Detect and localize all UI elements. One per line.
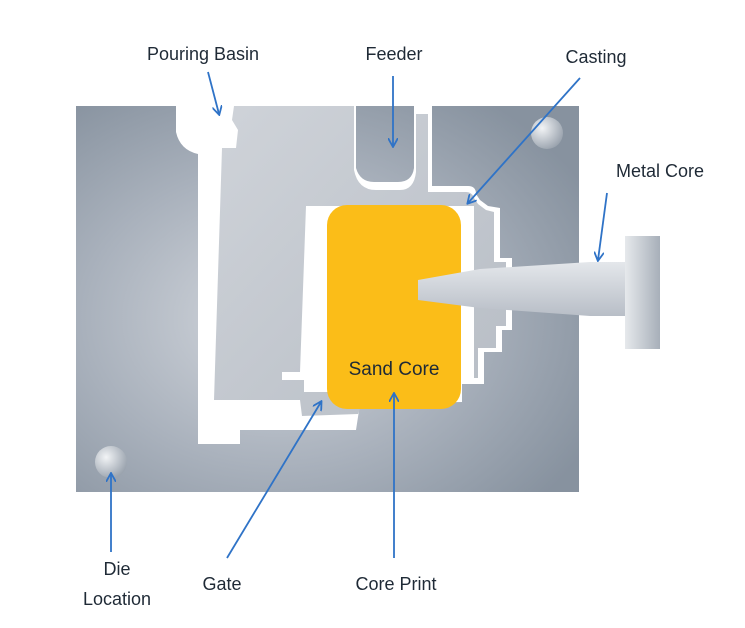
label-casting: Casting [565,47,626,67]
label-die-location-line1: Die [103,559,130,579]
metal-core-arrow [598,192,608,260]
label-core-print: Core Print [355,574,436,594]
die-location-pin [95,446,127,478]
label-feeder: Feeder [365,44,422,64]
pouring-basin-arrow [207,71,219,114]
label-sand-core: Sand Core [349,359,440,380]
label-die-location-line2: Location [83,589,151,609]
label-metal-core: Metal Core [616,161,704,181]
label-pouring-basin: Pouring Basin [147,44,259,64]
sand-core [327,205,461,409]
gate-arrow [226,402,321,559]
casting-arrow [468,77,581,203]
die-location-pin-top [531,117,563,149]
metal-core-plate [625,236,660,349]
metal-core-pin [418,262,632,316]
label-gate: Gate [202,574,241,594]
